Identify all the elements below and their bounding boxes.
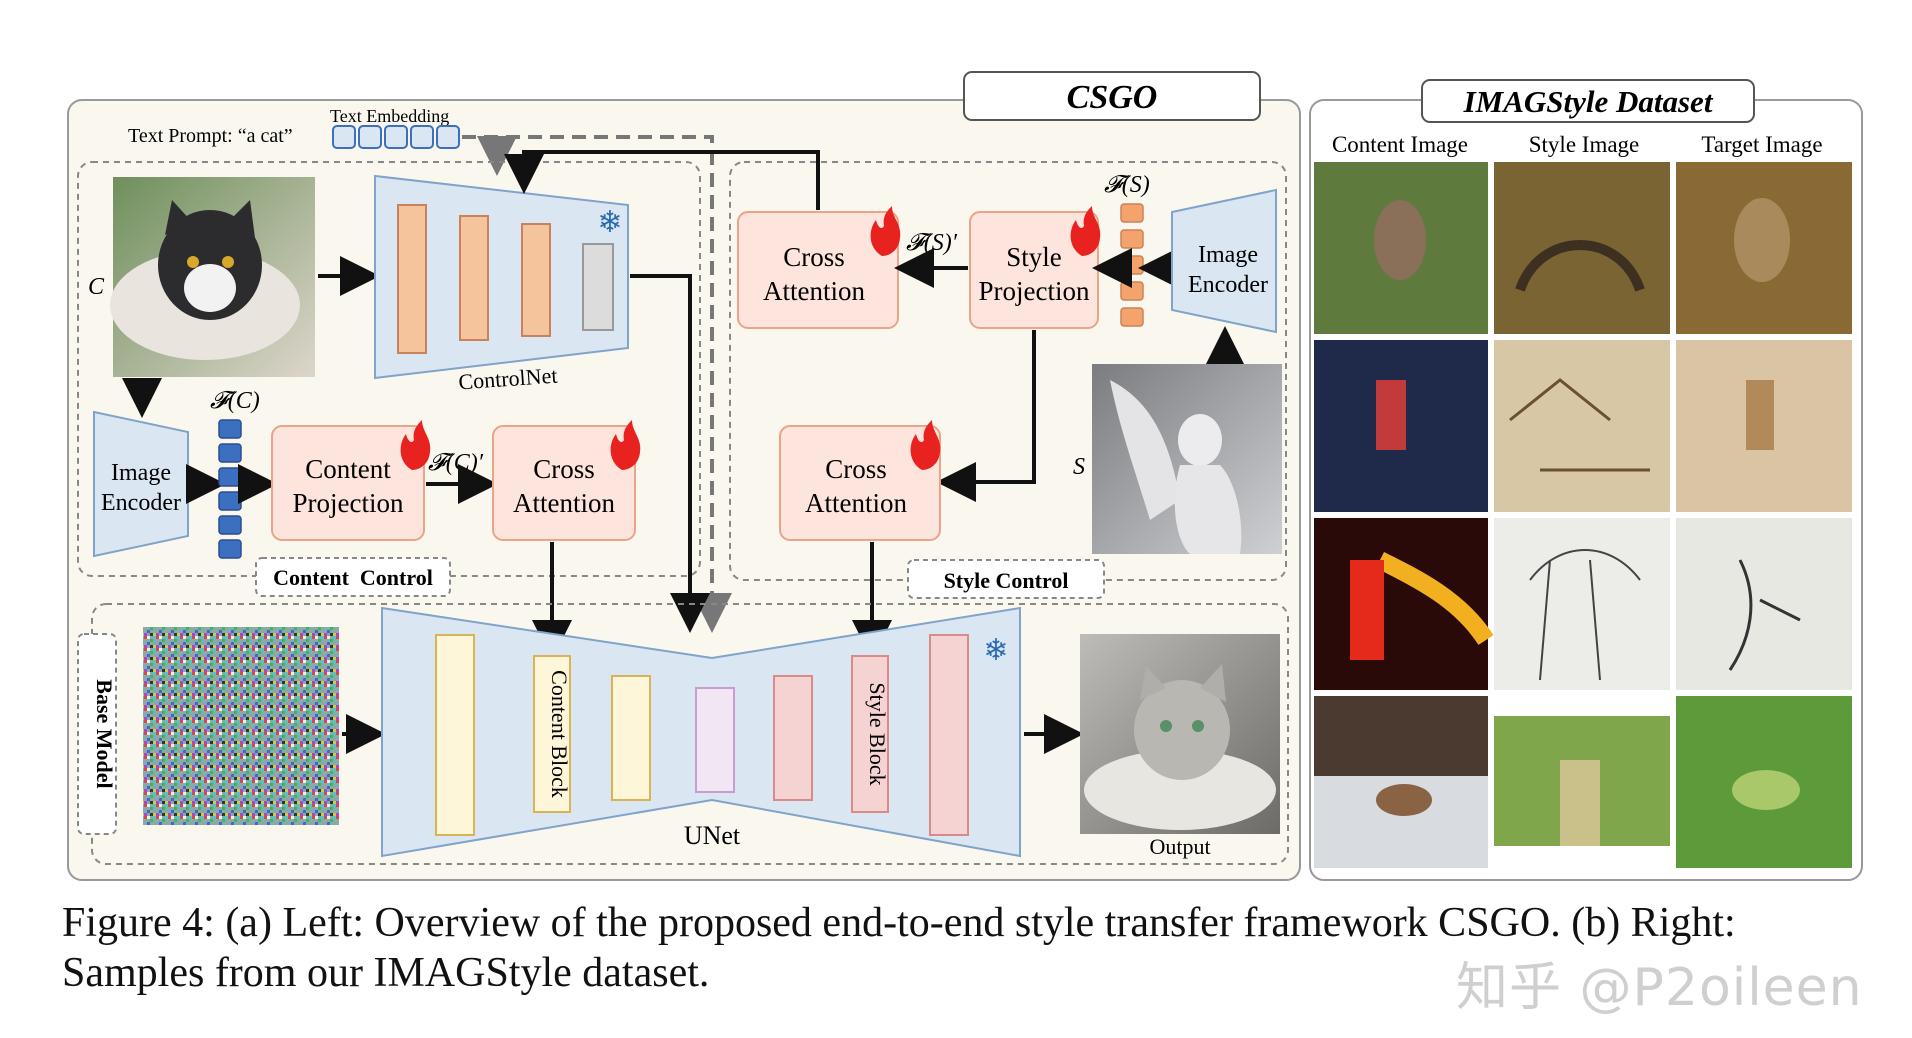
style-projection-flame-icon (1070, 206, 1101, 256)
content-image-encoder-label-2: Encoder (101, 490, 181, 516)
content-projection-flame-icon (400, 420, 431, 470)
unet-block-1 (435, 634, 475, 836)
tree-sketch-lines (1529, 549, 1641, 681)
dataset-style-image-tree-sketch (1494, 518, 1670, 690)
content-feature-tokens (218, 419, 242, 559)
forest-trees-shape (1314, 696, 1488, 776)
style-image-encoder-label-2: Encoder (1188, 272, 1268, 298)
controlnet-block-2 (459, 215, 489, 341)
dataset-column-content: Content Image (1332, 132, 1468, 157)
feature-c-label: 𝓕(C) (210, 388, 260, 414)
style-cross-attention-bottom-label-2: Attention (805, 488, 907, 518)
dataset-column-target: Target Image (1701, 132, 1822, 157)
style-projection-label-2: Projection (979, 276, 1090, 306)
controlnet-block-3 (521, 223, 551, 337)
unet-block-middle (695, 687, 735, 793)
unet-block-5 (773, 675, 813, 801)
output-label: Output (1149, 834, 1210, 859)
content-projection-label-1: Content (305, 454, 391, 484)
content-image-label: C (88, 274, 105, 300)
bridge-arch-shape (1515, 240, 1645, 292)
unet-style-block (851, 655, 889, 813)
controlnet-to-unet-arrow (630, 274, 710, 633)
flash-figure-shape (1350, 560, 1384, 660)
dataset-title: IMAGStyle Dataset (1463, 84, 1714, 119)
style-image-encoder (1171, 188, 1277, 334)
style-cross-attention-bottom (779, 425, 941, 541)
base-model-region (91, 603, 1289, 865)
unet-label: UNet (684, 821, 741, 850)
base-model-label: Base Model (92, 679, 117, 788)
unet-snowflake-icon: ❄ (983, 634, 1008, 667)
content-image-encoder (93, 410, 189, 558)
style-image-label: S (1073, 454, 1085, 480)
content-cross-attention-flame-icon (610, 420, 641, 470)
content-image (110, 177, 315, 377)
deer-shape (1376, 784, 1432, 816)
base-model-label-box (77, 633, 117, 835)
style-control-label-box (907, 559, 1105, 599)
dataset-title-box (1421, 79, 1755, 123)
controlnet-block-1 (397, 204, 427, 354)
style-control-label: Style Control (944, 568, 1069, 593)
content-cross-attention (492, 425, 636, 541)
feature-s-prime-label: 𝓕(S)′ (906, 230, 958, 256)
unet-content-block-label: Content Block (547, 670, 572, 798)
zebra-shape (1732, 770, 1800, 810)
feature-c-prime-label: 𝓕(C)′ (428, 450, 484, 476)
unet-content-block (533, 655, 571, 813)
style-cross-attention-top-flame-icon (870, 206, 901, 256)
content-projection-label-2: Projection (293, 488, 404, 518)
style-cross-attention-top-label-2: Attention (763, 276, 865, 306)
unet-block-7 (929, 634, 969, 836)
owl-shape (1374, 200, 1426, 280)
text-embedding-label: Text Embedding (330, 106, 449, 126)
caption-line-2: Samples from our IMAGStyle dataset. (62, 950, 710, 996)
runner-sketch-lines (1728, 559, 1801, 671)
watermark: 知乎 @P2oileen (1456, 958, 1863, 1018)
controlnet (374, 174, 629, 380)
noise-input-image (143, 627, 339, 825)
content-control-label-box (255, 557, 451, 597)
text-embedding-arrow (462, 135, 732, 633)
dataset-column-style: Style Image (1529, 132, 1640, 157)
painting-path-shape (1560, 760, 1600, 846)
content-cross-attention-label-2: Attention (513, 488, 615, 518)
figure-caption: Figure 4: (a) Left: Overview of the prop… (62, 898, 1892, 998)
dataset-target-image-sketch-runner (1676, 518, 1852, 690)
scooter-kid-shape (1376, 380, 1406, 450)
content-projection (271, 425, 425, 541)
village-sketch-lines (1509, 378, 1650, 472)
target-owl-shape (1734, 198, 1790, 282)
sketch-kid-shape (1746, 380, 1774, 450)
style-cross-attention-bottom-flame-icon (910, 420, 941, 470)
style-projection-label-1: Style (1006, 242, 1062, 272)
style-feature-tokens (1120, 203, 1144, 327)
style-cross-attention-top-label-1: Cross (783, 242, 845, 272)
unet-style-block-label: Style Block (865, 682, 890, 785)
style-cross-top-to-controlnet-arrow (504, 150, 820, 210)
style-projection-to-cross-bottom-arrow (936, 330, 1036, 502)
feature-s-label: 𝓕(S) (1104, 172, 1150, 198)
csgo-title-box (963, 71, 1261, 121)
caption-line-1: Figure 4: (a) Left: Overview of the prop… (62, 900, 1736, 946)
content-cross-attention-label-1: Cross (533, 454, 595, 484)
text-prompt-label: Text Prompt: “a cat” (128, 125, 293, 147)
style-cross-attention-bottom-label-1: Cross (825, 454, 887, 484)
style-image-encoder-label-1: Image (1198, 242, 1258, 268)
controlnet-block-4 (582, 243, 614, 331)
text-embedding-tokens (332, 125, 460, 149)
content-control-label: Content Control (273, 565, 433, 590)
unet-block-3 (611, 675, 651, 801)
dataset-style-image-sketch-village (1494, 340, 1670, 512)
flash-blur-shape (1375, 551, 1494, 646)
output-image (1080, 634, 1280, 834)
controlnet-snowflake-icon: ❄ (597, 206, 622, 239)
csgo-title: CSGO (1067, 79, 1158, 116)
style-image (1092, 364, 1282, 554)
content-image-encoder-label-1: Image (111, 460, 171, 486)
